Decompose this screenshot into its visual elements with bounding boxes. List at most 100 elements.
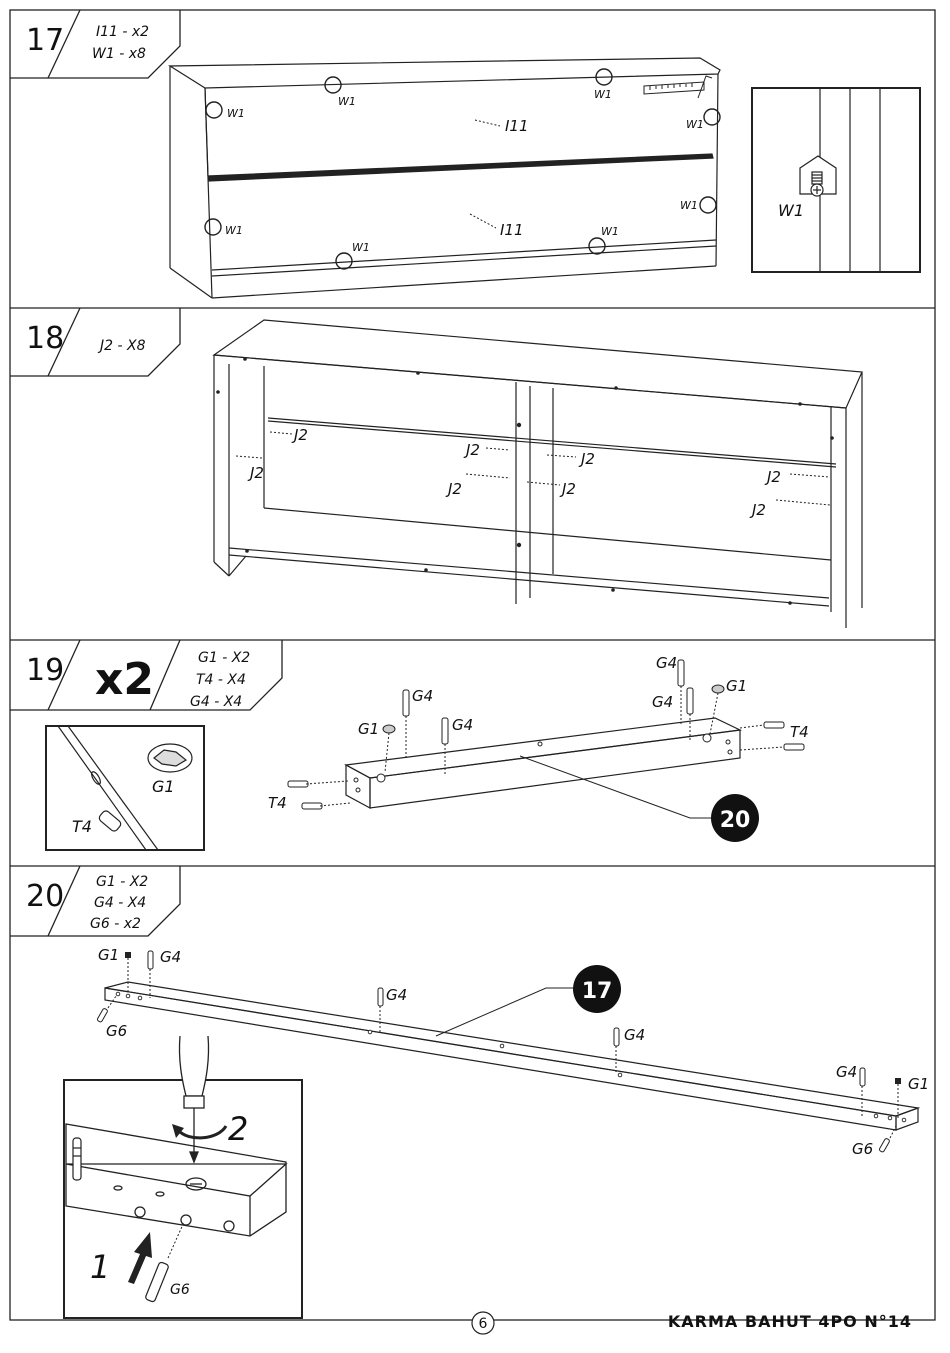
ref-badge-17-label: 17 (582, 979, 613, 1004)
g4-pins (147, 950, 866, 1087)
step-20-header (10, 865, 181, 937)
w1-circle (204, 218, 222, 236)
step-18-number: 18 (26, 321, 64, 356)
step-19-part-3: G4 - X4 (190, 694, 242, 710)
g4-label: G4 (836, 1063, 857, 1081)
w1-markers (204, 68, 721, 270)
step-label-2: 2 (228, 1110, 248, 1148)
j2-label: J2 (578, 450, 595, 468)
w1-circle (205, 101, 223, 119)
g6-label: G6 (852, 1140, 873, 1158)
step-19-number: 19 (26, 653, 64, 688)
page-number-circle (471, 1311, 495, 1335)
step-20-rail (104, 981, 921, 1131)
g1-label: G1 (726, 677, 747, 695)
step-18-header (10, 307, 181, 377)
ruler-icon (643, 75, 713, 99)
inset-g1-label: G1 (152, 777, 175, 796)
step-20: 20 G1 - X2 G4 - X4 G6 - x2 (10, 865, 929, 1319)
rotate-arrow-icon (176, 1125, 228, 1140)
j2-label: J2 (463, 441, 480, 459)
step-19-multiplier: x2 (95, 654, 154, 705)
step-20-number: 20 (26, 879, 64, 914)
w1-label: W1 (594, 88, 612, 101)
step-17-header (10, 9, 181, 79)
rotate-arrow-head-icon (172, 1124, 184, 1138)
inset-t4-label: T4 (72, 817, 92, 836)
step-18-dowel-holes (216, 357, 834, 605)
g4-label: G4 (412, 687, 433, 705)
j2-label: J2 (749, 501, 766, 519)
w1-label: W1 (225, 224, 243, 237)
ref-badge-20 (711, 794, 759, 842)
g6-bolt-icon (145, 1261, 169, 1303)
ref-badge-17 (573, 965, 621, 1013)
t4-label: T4 (790, 723, 809, 741)
g6-label: G6 (170, 1282, 190, 1298)
step-17: 17 I11 - x2 W1 - x8 (10, 9, 921, 299)
step-19-detail-inset: G1 T4 (45, 725, 205, 851)
page-number: 6 (479, 1316, 488, 1332)
g4-label: G4 (386, 986, 407, 1004)
step-20-part-2: G4 - X4 (94, 895, 146, 911)
g4-pins (402, 659, 694, 745)
w1-circle (703, 108, 721, 126)
step-17-part-2: W1 - x8 (92, 46, 146, 62)
step-19-part-1: G1 - X2 (198, 650, 250, 666)
step-17-number: 17 (26, 23, 64, 58)
j2-label: J2 (445, 480, 462, 498)
step-label-1: 1 (90, 1248, 110, 1286)
step-18-part-1: J2 - X8 (97, 338, 146, 354)
j2-label: J2 (559, 480, 576, 498)
w1-circle (699, 196, 717, 214)
w1-circle (588, 237, 606, 255)
screw-icon (810, 171, 824, 197)
j2-label: J2 (247, 464, 264, 482)
step-17-detail-inset: W1 (751, 87, 921, 273)
step-19: 19 x2 G1 - X2 T4 - X4 G4 - X4 G1 T4 (10, 639, 809, 851)
w1-label: W1 (352, 241, 370, 254)
i11-label: I11 (500, 221, 524, 239)
ref-badge-20-label: 20 (720, 808, 751, 833)
g1-cams (382, 684, 725, 734)
g6-bolts (96, 1008, 890, 1153)
step-20-detail-inset: 2 G6 1 (63, 1035, 303, 1319)
g4-label: G4 (624, 1026, 645, 1044)
step-18: 18 J2 - X8 (10, 307, 863, 628)
j2-label: J2 (291, 426, 308, 444)
g4-label: G4 (160, 948, 181, 966)
step-18-cabinet-drawing (212, 319, 863, 628)
j2-label: J2 (764, 468, 781, 486)
g1-label: G1 (98, 946, 119, 964)
w1-circle (335, 252, 353, 270)
w1-circle (324, 76, 342, 94)
footer-title: KARMA BAHUT 4PO N°14 (667, 1312, 912, 1331)
w1-circle (595, 68, 613, 86)
i11-label: I11 (505, 117, 529, 135)
dowel-icon (98, 810, 122, 832)
g4-label: G4 (656, 654, 677, 672)
step-19-part-2: T4 - X4 (196, 672, 246, 688)
w1-label: W1 (227, 107, 245, 120)
step-19-board (344, 717, 743, 810)
step-19-header (10, 639, 283, 711)
cam-lock-icon (147, 743, 193, 773)
w1-label: W1 (680, 199, 698, 212)
t4-label: T4 (268, 794, 287, 812)
g1-cams (125, 952, 901, 1084)
ref-leader-line (435, 987, 576, 1037)
step-20-part-1: G1 - X2 (96, 874, 148, 890)
w1-label: W1 (686, 118, 704, 131)
step-20-part-3: G6 - x2 (90, 916, 141, 932)
g4-label: G4 (452, 716, 473, 734)
step-17-cabinet-drawing (167, 57, 721, 299)
g4-label: G4 (652, 693, 673, 711)
g6-label: G6 (106, 1022, 127, 1040)
w1-label: W1 (338, 95, 356, 108)
g4-pin-icon (72, 1137, 82, 1181)
g1-label: G1 (908, 1075, 929, 1093)
push-arrow-icon (128, 1232, 152, 1284)
ref-leader-line (519, 755, 712, 819)
step-17-part-1: I11 - x2 (96, 24, 149, 40)
